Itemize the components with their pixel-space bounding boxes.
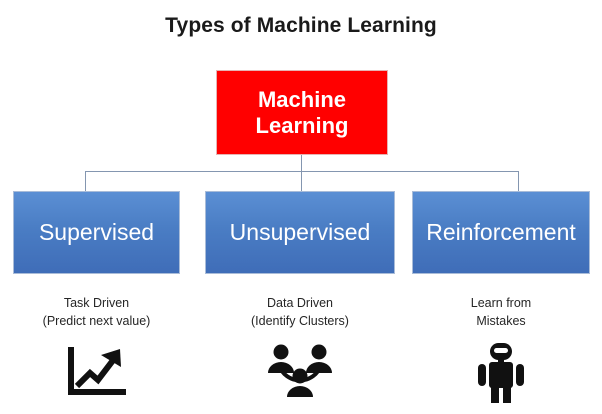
branch-node-label: Reinforcement xyxy=(426,219,576,245)
branch-node-label: Unsupervised xyxy=(229,219,371,245)
branch-node-reinforcement[interactable]: Reinforcement xyxy=(412,191,590,274)
connector-drop-reinforcement xyxy=(518,171,519,191)
line-chart-trend-up-icon xyxy=(67,347,126,395)
branch-node-unsupervised[interactable]: Unsupervised xyxy=(205,191,395,274)
branch-caption-supervised: Task Driven (Predict next value) xyxy=(42,296,151,328)
people-cluster-group-icon xyxy=(268,344,332,397)
root-node-machine-learning[interactable]: Machine Learning xyxy=(216,70,388,155)
icon-slot-reinforcement xyxy=(412,340,590,406)
connector-horizontal-bar xyxy=(85,171,519,172)
robot-figure-icon xyxy=(478,343,524,403)
page-title: Types of Machine Learning xyxy=(165,14,437,37)
branch-node-supervised[interactable]: Supervised xyxy=(13,191,180,274)
connector-drop-supervised xyxy=(85,171,86,191)
connector-drop-unsupervised xyxy=(301,171,302,191)
branch-node-label: Supervised xyxy=(38,219,155,245)
branch-caption-reinforcement: Learn from Mistakes xyxy=(470,296,532,328)
icon-slot-unsupervised xyxy=(205,340,395,406)
root-node-label: Machine Learning xyxy=(255,86,349,138)
icon-slot-supervised xyxy=(13,340,180,406)
branch-caption-unsupervised: Data Driven (Identify Clusters) xyxy=(251,296,349,328)
